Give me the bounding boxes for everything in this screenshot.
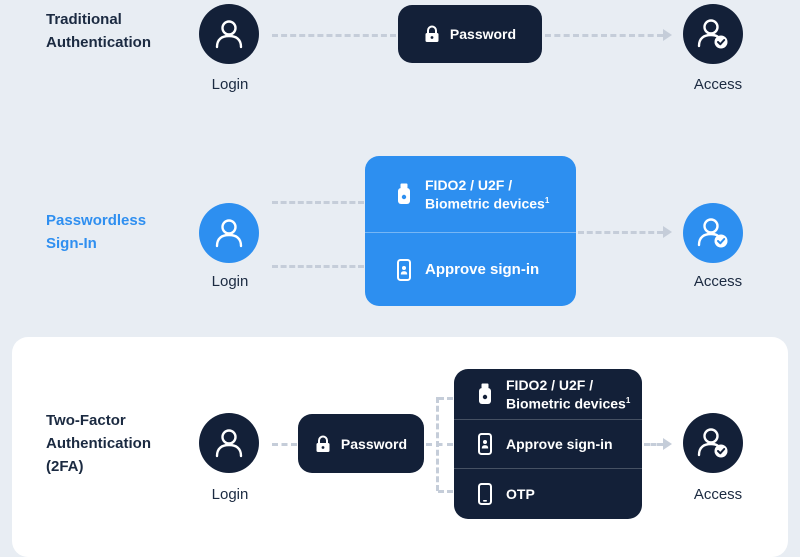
user-icon — [215, 219, 243, 248]
lock-icon — [425, 25, 439, 42]
password-step: Password — [298, 414, 424, 473]
title-line: Authentication — [46, 435, 151, 452]
method-label: Biometric devices — [506, 395, 626, 412]
connector-branch — [436, 397, 439, 491]
method-label: Approve sign-in — [506, 436, 613, 452]
method-otp: OTP — [454, 469, 642, 519]
connector — [272, 201, 364, 204]
usb-key-icon — [398, 183, 410, 204]
connector — [545, 34, 663, 37]
title-line: Two-Factor — [46, 412, 126, 429]
arrow-head — [663, 29, 672, 41]
password-label: Password — [340, 435, 408, 452]
footnote-marker: 1 — [625, 395, 631, 405]
title-line: (2FA) — [46, 458, 84, 475]
access-avatar — [683, 4, 743, 64]
connector — [272, 34, 396, 37]
method-label: FIDO2 / U2F / — [425, 176, 513, 193]
two-factor-methods: FIDO2 / U2F / Biometric devices1 Approve… — [454, 369, 642, 519]
method-label: Biometric devices — [425, 195, 545, 212]
title-line: Authentication — [46, 34, 151, 51]
title-line: Sign-In — [46, 235, 97, 252]
connector — [272, 443, 297, 446]
method-fido2: FIDO2 / U2F / Biometric devices1 — [454, 369, 642, 419]
row-title-passwordless: Passwordless Sign-In — [46, 209, 146, 255]
method-approve: Approve sign-in — [454, 420, 642, 468]
method-label: Approve sign-in — [425, 260, 540, 278]
access-label: Access — [693, 76, 743, 93]
user-icon — [215, 20, 243, 49]
connector — [272, 265, 364, 268]
connector — [438, 397, 453, 400]
access-label: Access — [693, 273, 743, 290]
arrow-head — [663, 438, 672, 450]
connector — [426, 443, 453, 446]
phone-approve-icon — [478, 433, 492, 455]
divider — [454, 468, 642, 469]
connector — [438, 490, 453, 493]
password-label: Password — [449, 26, 517, 42]
phone-icon — [478, 483, 492, 505]
login-avatar — [199, 413, 259, 473]
method-label: OTP — [506, 486, 535, 502]
method-fido2: FIDO2 / U2F / Biometric devices1 — [365, 156, 576, 232]
divider — [454, 419, 642, 420]
user-icon — [215, 429, 243, 458]
method-approve: Approve sign-in — [365, 233, 576, 306]
arrow-head — [663, 226, 672, 238]
method-label: FIDO2 / U2F / — [506, 376, 594, 393]
login-label: Login — [211, 486, 249, 503]
password-step: Password — [398, 5, 542, 63]
login-label: Login — [211, 273, 249, 290]
title-line: Passwordless — [46, 212, 147, 229]
row-title-traditional: Traditional Authentication — [46, 8, 151, 54]
connector — [578, 231, 663, 234]
access-avatar — [683, 413, 743, 473]
usb-key-icon — [479, 383, 491, 404]
divider — [365, 232, 576, 233]
connector — [644, 443, 663, 446]
login-label: Login — [211, 76, 249, 93]
access-avatar — [683, 203, 743, 263]
lock-icon — [316, 435, 330, 452]
footnote-marker: 1 — [544, 195, 550, 205]
phone-approve-icon — [397, 258, 411, 281]
access-label: Access — [693, 486, 743, 503]
login-avatar — [199, 203, 259, 263]
row-title-two-factor: Two-Factor Authentication (2FA) — [46, 409, 151, 478]
user-check-icon — [697, 218, 728, 248]
login-avatar — [199, 4, 259, 64]
user-check-icon — [697, 428, 728, 458]
user-check-icon — [697, 19, 728, 49]
passwordless-methods: FIDO2 / U2F / Biometric devices1 Approve… — [365, 156, 576, 306]
title-line: Traditional — [46, 11, 122, 28]
